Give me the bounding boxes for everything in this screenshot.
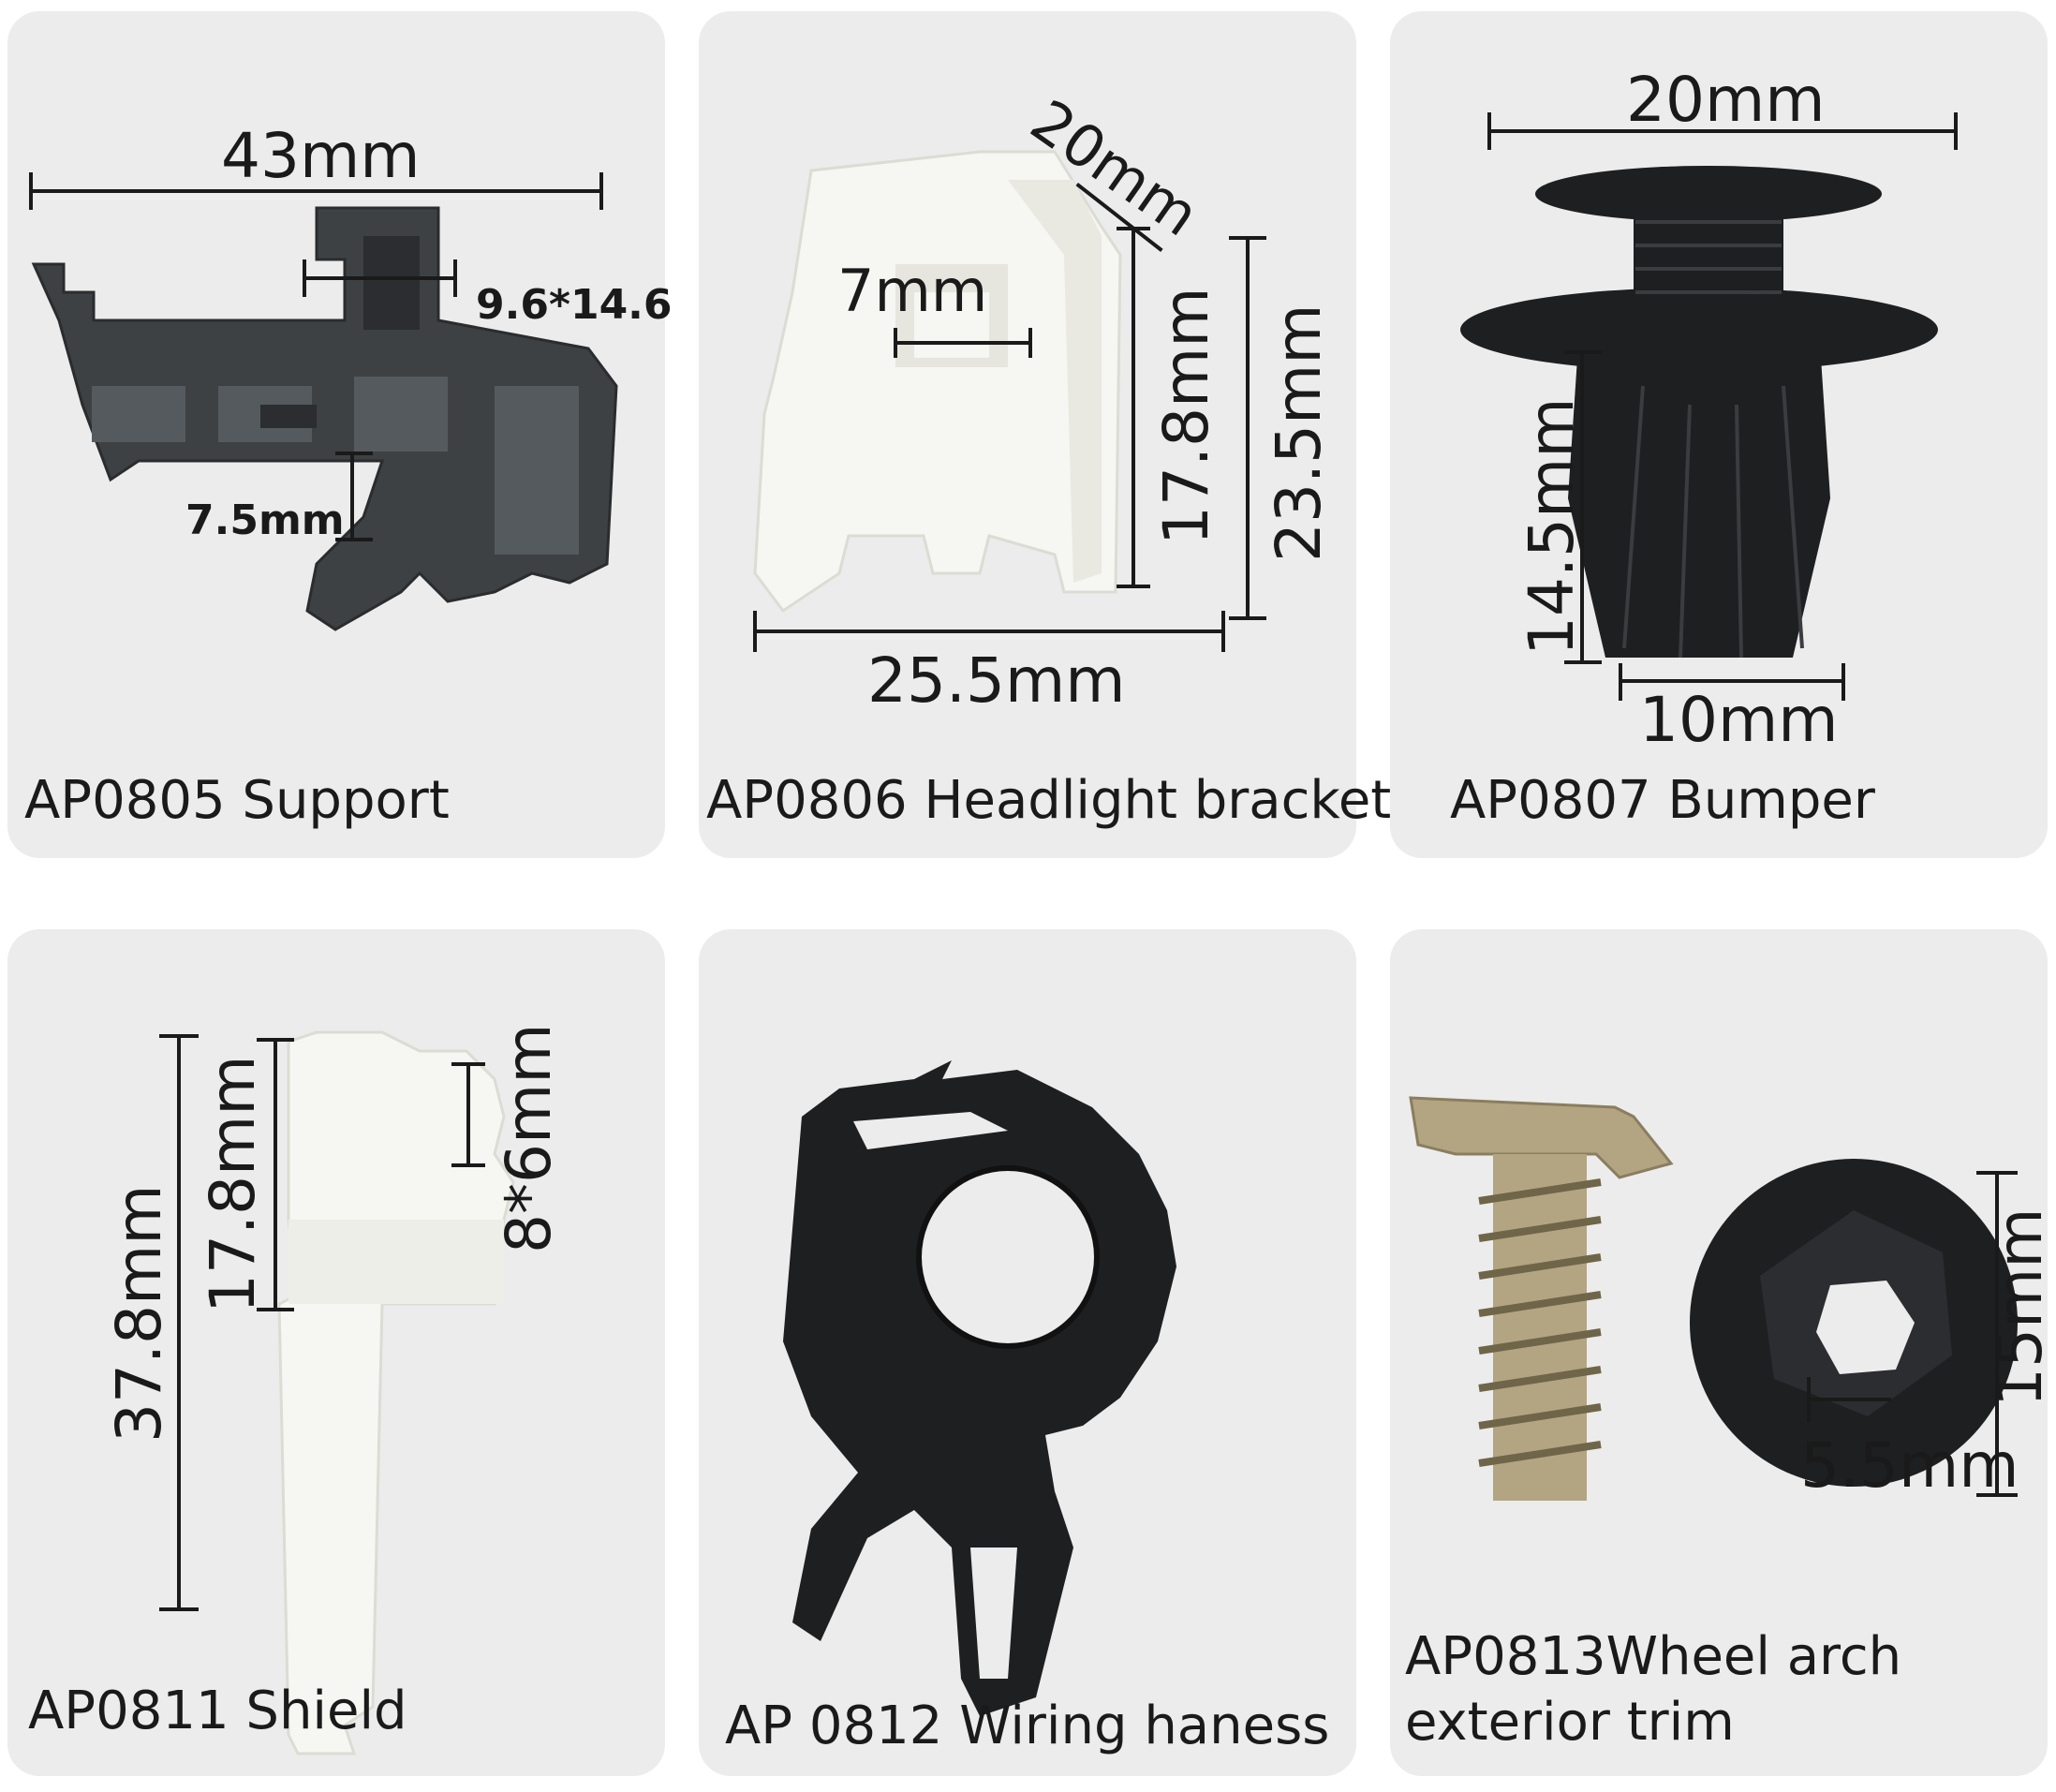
product-caption-line-1: AP0813Wheel arch	[1405, 1626, 1902, 1687]
nut-icon	[1690, 1159, 2018, 1487]
dimension-gap: 7.5mm	[185, 496, 345, 544]
product-caption: AP0807 Bumper	[1450, 770, 1875, 831]
product-caption: AP0805 Support	[24, 770, 450, 831]
dimension-hole: 7mm	[837, 257, 988, 325]
dimension-hole: 5.5mm	[1800, 1429, 2019, 1502]
dimension-slot: 9.6*14.6	[476, 281, 673, 329]
dimension-height: 15mm	[1984, 1207, 2056, 1407]
dimension-line-width	[31, 189, 602, 193]
headlight-bracket-part-image	[753, 150, 1122, 614]
shield-part-image	[277, 1030, 515, 1755]
dimension-shank-width: 10mm	[1639, 684, 1839, 756]
product-caption-line-2: exterior trim	[1405, 1692, 1735, 1753]
product-card-ap0805[interactable]: 43mm 9.6*14.6 7.5mm AP0805 Support	[7, 11, 673, 858]
dimension-height: 23.5mm	[1263, 304, 1335, 562]
wiring-harness-clip-part-image	[783, 1060, 1176, 1716]
dimension-slot: 8*6mm	[493, 1023, 565, 1253]
product-caption: AP 0812 Wiring haness	[725, 1696, 1330, 1756]
product-card-ap0807[interactable]: 20mm 14.5mm 10mm AP0807 Bumper	[1390, 11, 2048, 858]
dimension-width: 43mm	[221, 120, 421, 192]
bumper-rivet-part-image	[1460, 166, 1938, 659]
support-part-image	[31, 206, 618, 631]
dimension-width: 25.5mm	[867, 644, 1126, 717]
wheel-arch-fastener-part-image	[1409, 1096, 2018, 1501]
product-caption: AP0811 Shield	[28, 1681, 407, 1741]
dimension-head: 20mm	[1626, 64, 1826, 136]
product-card-ap0811[interactable]: 37.8mm 17.8mm 8*6mm AP0811 Shield	[7, 929, 665, 1776]
screw-icon	[1409, 1096, 1674, 1501]
product-card-ap0813[interactable]: 15mm 5.5mm AP0813Wheel arch exterior tri…	[1390, 929, 2056, 1776]
product-caption: AP0806 Headlight bracket	[706, 770, 1392, 831]
dimension-head-height: 17.8mm	[197, 1055, 269, 1313]
product-card-ap0806[interactable]: 20mm 7mm 17.8mm 23.5mm 25.5mm AP0806 Hea…	[699, 11, 1391, 858]
product-card-ap0812[interactable]: AP 0812 Wiring haness	[699, 929, 1356, 1776]
dimension-shank-length: 14.5mm	[1516, 397, 1588, 656]
dimension-total-height: 37.8mm	[103, 1184, 175, 1443]
dimension-inner-height: 17.8mm	[1150, 287, 1222, 545]
